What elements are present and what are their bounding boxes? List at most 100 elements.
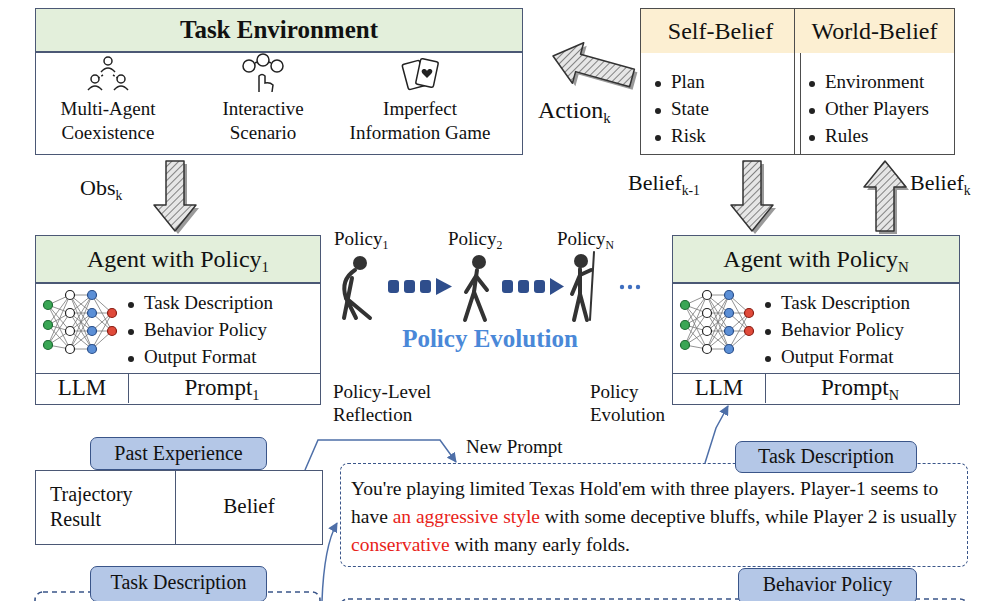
subscript-text: 2 [497, 239, 503, 252]
llm-cell: LLM [673, 373, 766, 403]
node-text: World-Belief [811, 18, 937, 44]
subscript-text: 1 [262, 259, 269, 275]
label-text: Multi-Agent Coexistence [61, 98, 156, 143]
node-text: Task Description [758, 445, 894, 467]
node-text: Rules [825, 125, 868, 146]
text-line: Task Description [91, 568, 266, 597]
text-line: Task Description [736, 442, 916, 471]
text-line: Behavior Policy [739, 570, 916, 599]
belief-column: Self-BeliefPlanStateRisk [640, 8, 801, 155]
text-line: Actionk [538, 96, 611, 124]
node-text: State [671, 98, 709, 119]
section-tab: Behavior Policy [738, 568, 917, 601]
label-text: Imperfect Information Game [350, 98, 491, 143]
arrow-body [154, 161, 196, 231]
node-text: Task Description [111, 571, 247, 593]
text-line: Output Format [765, 345, 893, 369]
subscript-text: k [603, 110, 610, 126]
node-text: Task Environment [180, 16, 378, 43]
node-text: Belief [223, 494, 274, 518]
node-text: Behavior Policy [781, 319, 904, 340]
bullet-dot [765, 302, 771, 308]
prompt-cell: Prompt1 [124, 373, 320, 403]
text-line: State [655, 97, 709, 121]
text-line: Policy-Level Reflection [333, 380, 445, 426]
label-text: Belief [910, 170, 964, 195]
node-text: Other Players [825, 98, 929, 119]
node-text: Environment [825, 71, 924, 92]
label-text: Policy-Level Reflection [333, 381, 431, 425]
bullet-dot [809, 81, 815, 87]
node-text: Output Format [144, 346, 256, 367]
text-line: Policy1 [334, 228, 388, 250]
agent-box: Agent with Policy1Task DescriptionBehavi… [35, 235, 321, 405]
bullet-dot [765, 356, 771, 362]
bullet-dot [809, 135, 815, 141]
label-text: Policy [334, 228, 383, 249]
text-line: Task Description [765, 291, 910, 315]
subscript-text: k-1 [682, 183, 700, 198]
text-line: Plan [655, 70, 705, 94]
node-text: with some deceptive bluffs, while Player… [545, 506, 957, 527]
label-text: Interactive Scenario [222, 98, 303, 143]
node-text: Plan [671, 71, 705, 92]
bullet-dot [128, 302, 134, 308]
bullet-dot [655, 81, 661, 87]
flow-arrow [705, 406, 728, 463]
section-tab: Past Experience [90, 437, 267, 470]
node-text: LLM [695, 375, 744, 400]
agent-box: Agent with PolicyN Task DescriptionBehavi… [672, 235, 960, 405]
node-text: Behavior Policy [144, 319, 267, 340]
text-line: Interactive Scenario [208, 97, 318, 145]
label-text: Policy Evolution [402, 325, 578, 352]
belief-column: World-BeliefEnvironmentOther PlayersRule… [794, 8, 955, 155]
text-line: Agent with Policy1 [36, 245, 320, 273]
label-text: Action [538, 97, 603, 123]
evolution-chevrons [388, 278, 564, 295]
text-line: LLM [36, 374, 128, 402]
experience-cell: Trajectory Result [35, 470, 176, 545]
block-arrow [864, 161, 909, 234]
text-line: Belief [176, 493, 322, 519]
text-line: Policy Evolution [590, 380, 682, 426]
bullet-dot [128, 356, 134, 362]
label-text: Policy [448, 228, 497, 249]
node-text: with many early folds. [454, 534, 629, 555]
block-arrow [553, 43, 637, 90]
arrow-body [864, 161, 906, 231]
text-line: Other Players [809, 97, 929, 121]
subscript-text: N [898, 259, 909, 275]
text-line: New Prompt [466, 436, 563, 458]
bullet-dot [655, 108, 661, 114]
node-text: Risk [671, 125, 706, 146]
block-arrow [731, 161, 776, 234]
node-text: Agent with Policy [723, 246, 898, 272]
text-line: Imperfect Information Game [340, 97, 500, 145]
text-line: You're playing limited Texas Hold'em wit… [351, 475, 965, 559]
prompt-text-box: You're playing limited Texas Hold'em wit… [340, 463, 968, 567]
node-text: Agent with Policy [87, 246, 262, 272]
text-line: Obsk [80, 175, 122, 201]
label-text: Belief [628, 170, 682, 195]
node-text: Behavior Policy [763, 573, 892, 595]
text-line: Multi-Agent Coexistence [48, 97, 168, 145]
subscript-text: k [964, 183, 971, 198]
prompt-cell: PromptN [761, 373, 959, 403]
node-text: Task Description [781, 292, 910, 313]
block-arrow [154, 161, 199, 234]
text-line: Trajectory Result [50, 482, 162, 532]
bullet-dot [128, 329, 134, 335]
label-text: Obs [80, 175, 115, 200]
text-line: Behavior Policy [128, 318, 267, 342]
text-line: Environment [809, 70, 924, 94]
node-text: Self-Belief [668, 18, 773, 44]
node-text: Prompt [185, 375, 253, 400]
text-line: Past Experience [91, 438, 266, 468]
ellipsis-dots [620, 285, 640, 289]
section-tab: Task Description [735, 441, 917, 473]
arrow-body [553, 43, 634, 87]
text-line: PromptN [761, 374, 959, 402]
bullet-dot [809, 108, 815, 114]
subscript-text: 1 [383, 239, 389, 252]
subscript-text: 1 [252, 387, 259, 403]
